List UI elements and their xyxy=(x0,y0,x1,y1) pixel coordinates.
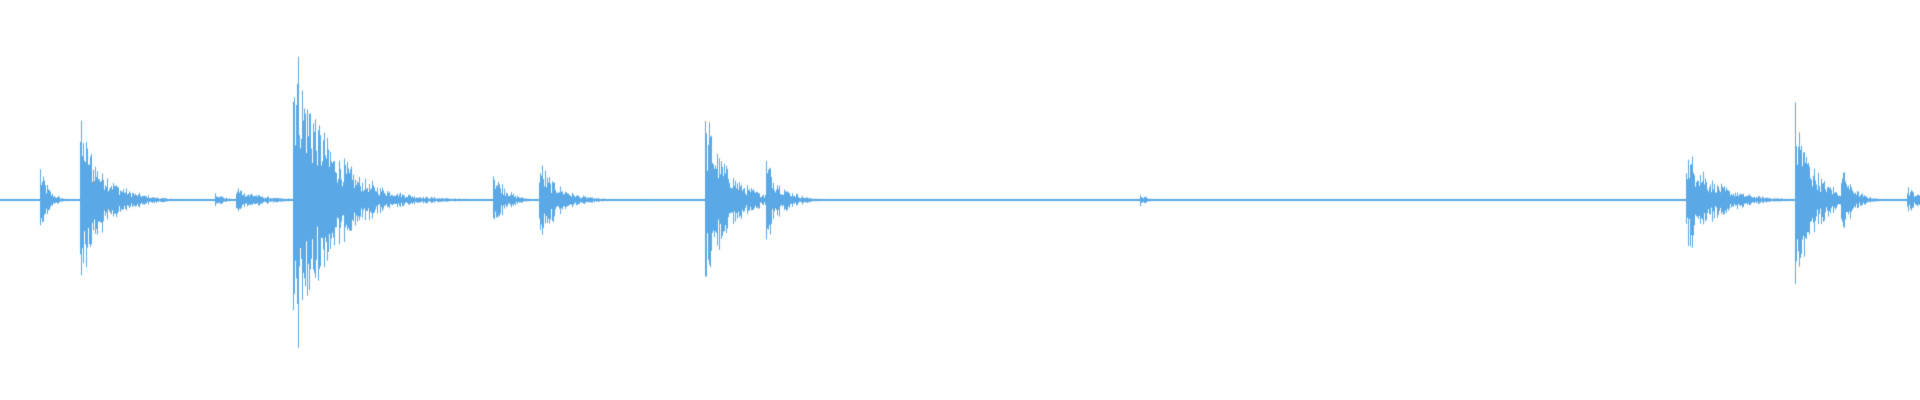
audio-waveform xyxy=(0,0,1920,400)
